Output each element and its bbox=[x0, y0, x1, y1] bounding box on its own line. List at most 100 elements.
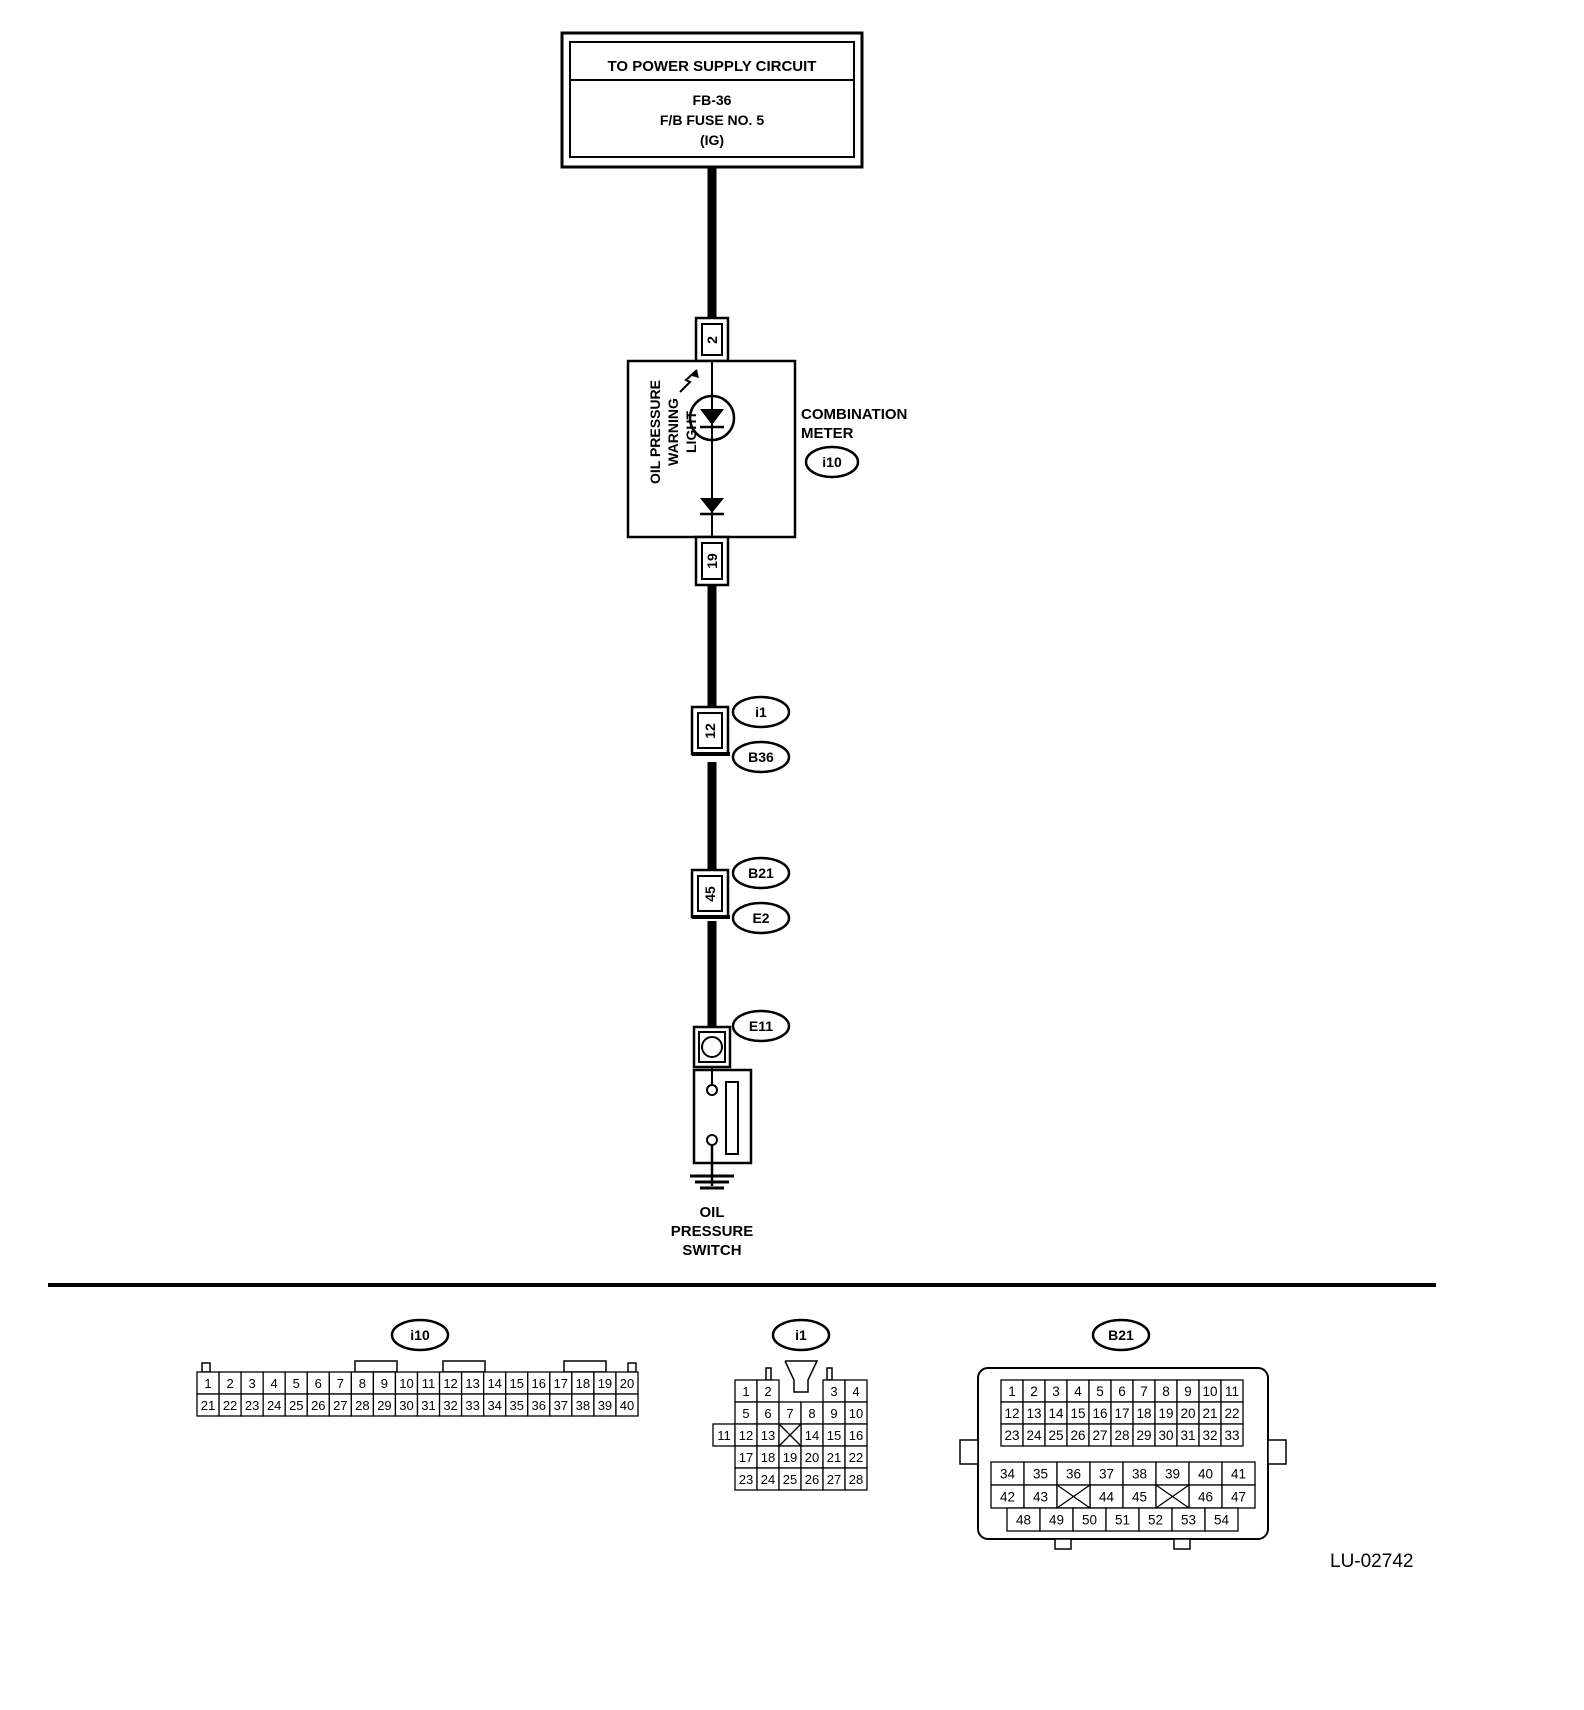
meter-pin-top: 2 bbox=[704, 336, 720, 344]
meter-connector-badge bbox=[804, 445, 860, 479]
i10-pin-label: 31 bbox=[421, 1398, 435, 1413]
i10-pin-label: 5 bbox=[293, 1376, 300, 1391]
b21-pin-label: 50 bbox=[1082, 1513, 1097, 1528]
b21-pin-label: 51 bbox=[1115, 1513, 1130, 1528]
switch-label-line2: PRESSURE bbox=[671, 1223, 754, 1240]
b21-pin-label: 12 bbox=[1004, 1406, 1019, 1421]
power-box-ig: (IG) bbox=[700, 132, 724, 148]
i10-name: i10 bbox=[410, 1327, 430, 1343]
i10-pin-label: 19 bbox=[598, 1376, 612, 1391]
junction1-pin: 12 bbox=[702, 723, 718, 739]
b21-pin-label: 5 bbox=[1096, 1384, 1104, 1399]
i10-pin-label: 36 bbox=[532, 1398, 546, 1413]
b21-pin-label: 3 bbox=[1052, 1384, 1060, 1399]
i1-pin-label: 11 bbox=[717, 1428, 731, 1443]
i1-pin-label: 15 bbox=[827, 1428, 841, 1443]
b21-pin-label: 41 bbox=[1231, 1467, 1246, 1482]
b21-pin-label: 14 bbox=[1048, 1406, 1064, 1421]
junction1-bottom-badge bbox=[731, 740, 791, 774]
i1-pin-label: 23 bbox=[739, 1472, 753, 1487]
b21-pin-label: 29 bbox=[1136, 1428, 1151, 1443]
b21-pin-label: 2 bbox=[1030, 1384, 1038, 1399]
i1-pin-label: 25 bbox=[783, 1472, 797, 1487]
i1-pin-label: 1 bbox=[742, 1384, 749, 1399]
i1-pin-label: 10 bbox=[849, 1406, 863, 1421]
b21-pin-label: 54 bbox=[1214, 1513, 1230, 1528]
b21-pin-label: 20 bbox=[1180, 1406, 1195, 1421]
junction-i1-b36: 12 i1 B36 bbox=[690, 695, 791, 774]
b21-pin-label: 33 bbox=[1224, 1428, 1239, 1443]
b21-pin-label: 42 bbox=[1000, 1490, 1015, 1505]
switch-connector-badge bbox=[731, 1009, 791, 1043]
i1-pin-label: 6 bbox=[764, 1406, 771, 1421]
power-box-fuse-name: F/B FUSE NO. 5 bbox=[660, 112, 764, 128]
i10-pin-label: 35 bbox=[509, 1398, 523, 1413]
meter-label-line2: METER bbox=[801, 425, 854, 442]
lamp-label-line3: LIGHT bbox=[683, 411, 699, 453]
warning-lamp-icon bbox=[679, 369, 736, 442]
i1-pin-label: 2 bbox=[764, 1384, 771, 1399]
i10-pin-label: 21 bbox=[201, 1398, 215, 1413]
junction1-top-badge bbox=[731, 695, 791, 729]
diode-icon bbox=[700, 498, 724, 516]
meter-connector-id: i10 bbox=[822, 454, 842, 470]
i10-pin-label: 34 bbox=[487, 1398, 501, 1413]
b21-pin-label: 21 bbox=[1202, 1406, 1217, 1421]
b21-pin-label: 45 bbox=[1132, 1490, 1147, 1505]
i1-pin-label: 26 bbox=[805, 1472, 819, 1487]
i1-pin-label: 24 bbox=[761, 1472, 775, 1487]
b21-pin-label: 25 bbox=[1048, 1428, 1063, 1443]
b21-pin-label: 24 bbox=[1026, 1428, 1042, 1443]
i10-pin-label: 27 bbox=[333, 1398, 347, 1413]
oil-pressure-switch: E11 OIL PRESSURE SWITCH bbox=[671, 1009, 791, 1259]
i10-pin-label: 6 bbox=[315, 1376, 322, 1391]
i10-pin-label: 29 bbox=[377, 1398, 391, 1413]
i1-pin-label: 14 bbox=[805, 1428, 819, 1443]
b21-pin-label: 26 bbox=[1070, 1428, 1085, 1443]
i1-pin-label: 7 bbox=[786, 1406, 793, 1421]
i10-pin-label: 40 bbox=[620, 1398, 634, 1413]
switch-connector-id: E11 bbox=[749, 1018, 773, 1034]
b21-pin-label: 53 bbox=[1181, 1513, 1196, 1528]
i10-pin-label: 20 bbox=[620, 1376, 634, 1391]
b21-pin-label: 43 bbox=[1033, 1490, 1048, 1505]
b21-cell bbox=[1204, 1507, 1239, 1532]
switch-label-line1: OIL bbox=[700, 1204, 725, 1221]
i1-badge bbox=[771, 1318, 831, 1352]
ground-icon bbox=[690, 1174, 734, 1190]
i10-pin-label: 22 bbox=[223, 1398, 237, 1413]
i1-pin-label: 5 bbox=[742, 1406, 749, 1421]
b21-pin-label: 8 bbox=[1162, 1384, 1170, 1399]
i10-pin-label: 28 bbox=[355, 1398, 369, 1413]
i1-blank-mark bbox=[778, 1423, 802, 1447]
b21-pin-label: 23 bbox=[1004, 1428, 1019, 1443]
b21-pin-label: 4 bbox=[1074, 1384, 1082, 1399]
b21-pin-label: 32 bbox=[1202, 1428, 1217, 1443]
combination-meter: 2 OIL PRESSURE WARNING LIGHT 19 COMBINAT… bbox=[626, 316, 907, 587]
i10-pin-label: 1 bbox=[204, 1376, 211, 1391]
i10-pin-label: 8 bbox=[359, 1376, 366, 1391]
i1-pin-label: 27 bbox=[827, 1472, 841, 1487]
b21-pin-label: 40 bbox=[1198, 1467, 1213, 1482]
b21-pin-label: 7 bbox=[1140, 1384, 1148, 1399]
i10-pin-label: 16 bbox=[532, 1376, 546, 1391]
b21-pin-label: 49 bbox=[1049, 1513, 1064, 1528]
b21-pin-label: 46 bbox=[1198, 1490, 1213, 1505]
b21-pin-label: 6 bbox=[1118, 1384, 1126, 1399]
i10-pin-label: 7 bbox=[337, 1376, 344, 1391]
lamp-label-line2: WARNING bbox=[665, 398, 681, 466]
b21-pin-label: 17 bbox=[1114, 1406, 1129, 1421]
b21-cell bbox=[1220, 1423, 1244, 1447]
meter-pin-bottom: 19 bbox=[704, 553, 720, 569]
i10-pin-label: 39 bbox=[598, 1398, 612, 1413]
i1-pin-label: 20 bbox=[805, 1450, 819, 1465]
junction2-pin: 45 bbox=[702, 886, 718, 902]
b21-pin-label: 30 bbox=[1158, 1428, 1173, 1443]
lamp-label-line1: OIL PRESSURE bbox=[647, 380, 663, 484]
i1-pin-label: 4 bbox=[852, 1384, 859, 1399]
i1-pin-label: 16 bbox=[849, 1428, 863, 1443]
i1-name: i1 bbox=[795, 1327, 807, 1343]
b21-name: B21 bbox=[1108, 1327, 1134, 1343]
b21-pin-label: 18 bbox=[1136, 1406, 1151, 1421]
i10-pin-label: 13 bbox=[465, 1376, 479, 1391]
